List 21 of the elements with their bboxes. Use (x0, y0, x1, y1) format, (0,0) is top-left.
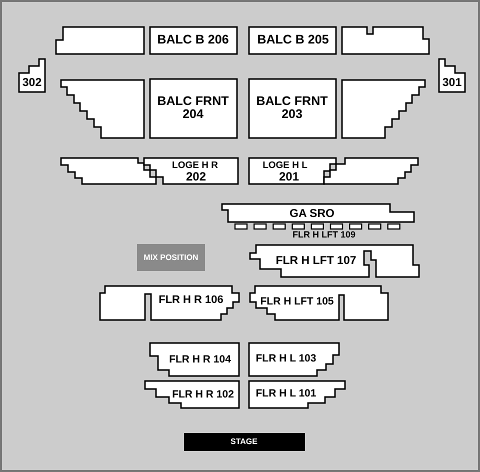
section-label: LOGE H L (262, 161, 308, 171)
section-label: FLR H LFT 109 (292, 230, 356, 240)
section-label: FLR H LFT 107 (276, 254, 356, 268)
section-label: BALC FRNT 204 (156, 94, 230, 122)
section-label: 302 (22, 76, 42, 90)
section-label: BALC B 205 (257, 33, 329, 47)
mix-position-label: MIX POSITION (144, 254, 198, 262)
section-label: BALC B 206 (157, 33, 229, 47)
section-label: BALC FRNT 203 (255, 94, 329, 122)
section-label: GA SRO (290, 208, 334, 220)
section-label: FLR H R 102 (172, 390, 234, 400)
section-label: FLR H L 101 (256, 388, 316, 400)
section-label: FLR H L 103 (256, 354, 316, 364)
section-label: 201 (278, 170, 300, 184)
section-label: LOGE H R (172, 161, 218, 171)
stage-label: STAGE (230, 438, 258, 446)
section-label: FLR H R 104 (169, 354, 231, 366)
section-label: FLR H R 106 (158, 295, 224, 307)
section-label: 301 (442, 76, 462, 90)
section-label: FLR H LFT 105 (260, 296, 334, 308)
section-label: 202 (186, 170, 206, 184)
